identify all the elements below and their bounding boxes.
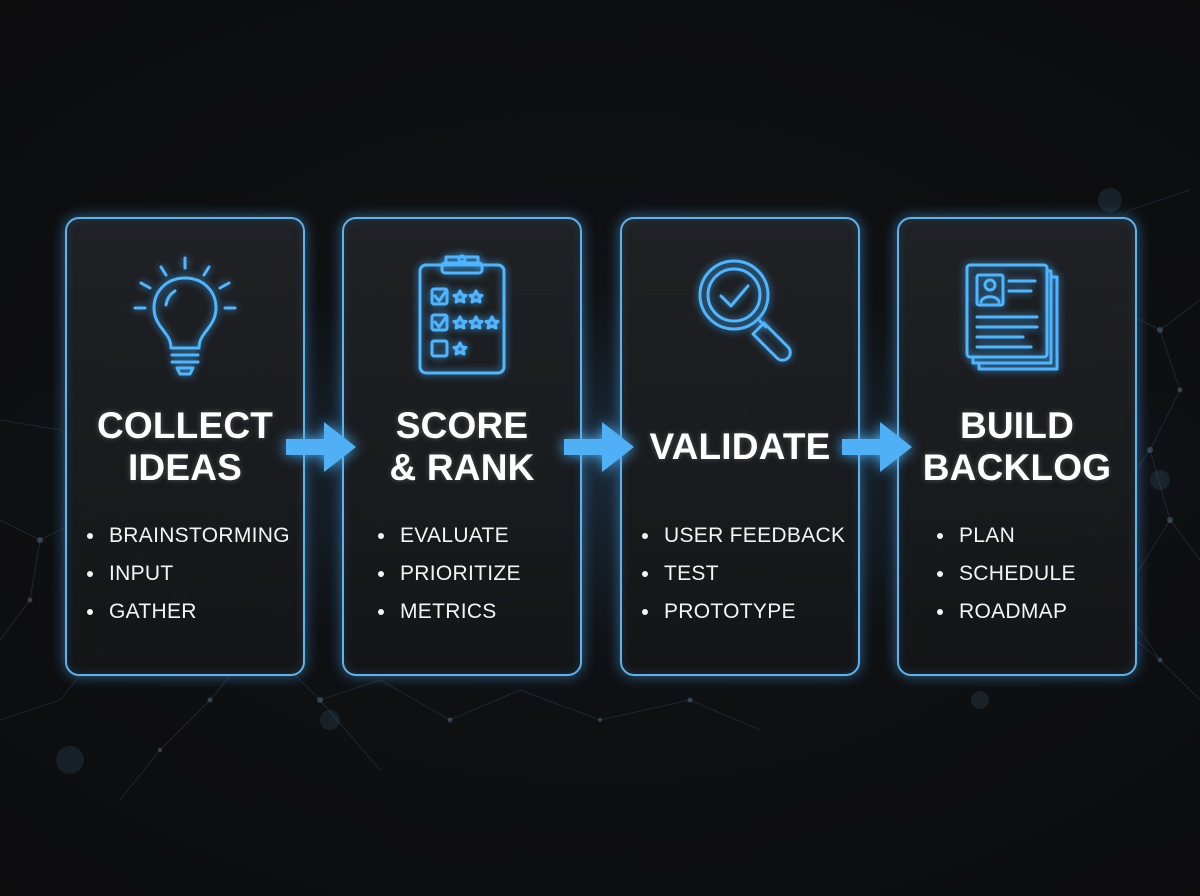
step-card-collect-ideas: COLLECT IDEAS BRAINSTORMING INPUT GATHER [65,217,305,676]
step-title-line1: COLLECT [96,405,274,446]
step-title-line2: IDEAS [127,447,243,488]
bullet-item: USER FEEDBACK [642,517,845,555]
bullet-list: PLAN SCHEDULE ROADMAP [937,517,1076,631]
lightbulb-icon [125,251,245,381]
flow-arrow-3 [842,418,916,476]
bullet-item: PLAN [937,517,1076,555]
bullet-item: GATHER [87,593,290,631]
flow-arrow-1 [286,418,360,476]
bullet-item: PROTOTYPE [642,593,845,631]
bullet-item: METRICS [378,593,521,631]
step-title-line1: BUILD [959,405,1075,446]
bullet-item: EVALUATE [378,517,521,555]
step-title-line1: VALIDATE [649,426,831,467]
bullet-item: INPUT [87,555,290,593]
step-title: VALIDATE [622,405,858,489]
step-title: COLLECT IDEAS [67,405,303,489]
step-card-score-rank: SCORE & RANK EVALUATE PRIORITIZE METRICS [342,217,582,676]
document-stack-icon [957,251,1077,381]
step-title-line2: BACKLOG [922,447,1112,488]
bullet-list: BRAINSTORMING INPUT GATHER [87,517,290,631]
step-card-build-backlog: BUILD BACKLOG PLAN SCHEDULE ROADMAP [897,217,1137,676]
bullet-list: EVALUATE PRIORITIZE METRICS [378,517,521,631]
clipboard-checklist-icon [402,251,522,381]
step-card-validate: VALIDATE USER FEEDBACK TEST PROTOTYPE [620,217,860,676]
step-title: BUILD BACKLOG [899,405,1135,489]
bullet-item: BRAINSTORMING [87,517,290,555]
bullet-item: ROADMAP [937,593,1076,631]
bullet-list: USER FEEDBACK TEST PROTOTYPE [642,517,845,631]
flow-arrow-2 [564,418,638,476]
bullet-item: TEST [642,555,845,593]
bullet-item: SCHEDULE [937,555,1076,593]
step-title-line2: & RANK [389,447,535,488]
step-title: SCORE & RANK [344,405,580,489]
step-title-line1: SCORE [395,405,529,446]
magnifier-check-icon [680,251,800,381]
bullet-item: PRIORITIZE [378,555,521,593]
